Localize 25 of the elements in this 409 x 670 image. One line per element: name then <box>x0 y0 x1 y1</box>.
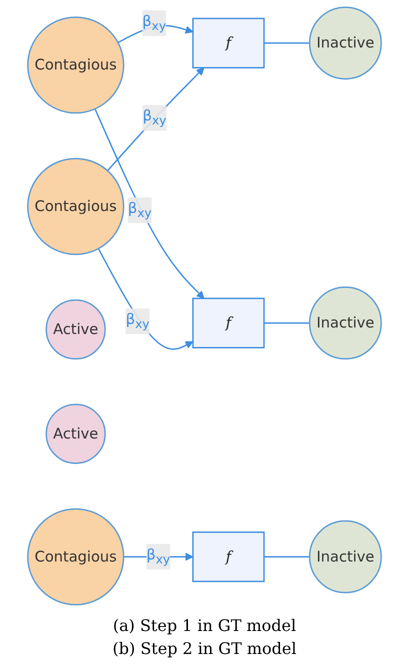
edge-label: β$_{xy}$ <box>146 546 170 567</box>
edge-label: β$_{xy}$ <box>142 12 166 34</box>
edge-label: β$_{xy}$ <box>126 310 150 332</box>
node-box <box>192 531 265 582</box>
node-circle <box>308 6 382 80</box>
arrow <box>94 108 204 299</box>
diagram-drawing: β$_{xy}$ β$_{xy}$ β$_{xy}$ β$_{xy}$ β$_{xy}$ Contagious f Inactive Contagious Active f Inactive Active Contagious f Inactive <box>0 0 409 612</box>
connector <box>264 556 310 558</box>
figure-caption: (b) Step 2 in GT model <box>112 639 296 658</box>
node-circle <box>308 286 382 360</box>
connector <box>264 42 310 44</box>
node-circle <box>46 404 106 464</box>
node-box <box>192 18 265 68</box>
figure-caption: (a) Step 1 in GT model <box>112 616 296 635</box>
node-circle <box>308 520 382 594</box>
node-circle <box>27 158 124 256</box>
edge-label: β$_{xy}$ <box>128 199 152 220</box>
node-circle <box>27 508 124 606</box>
arrow <box>98 248 194 350</box>
connector <box>264 322 310 324</box>
node-circle <box>27 16 124 114</box>
arrow <box>107 67 204 172</box>
edge-label: β$_{xy}$ <box>142 107 166 128</box>
node-box <box>192 298 265 348</box>
node-circle <box>46 299 106 360</box>
